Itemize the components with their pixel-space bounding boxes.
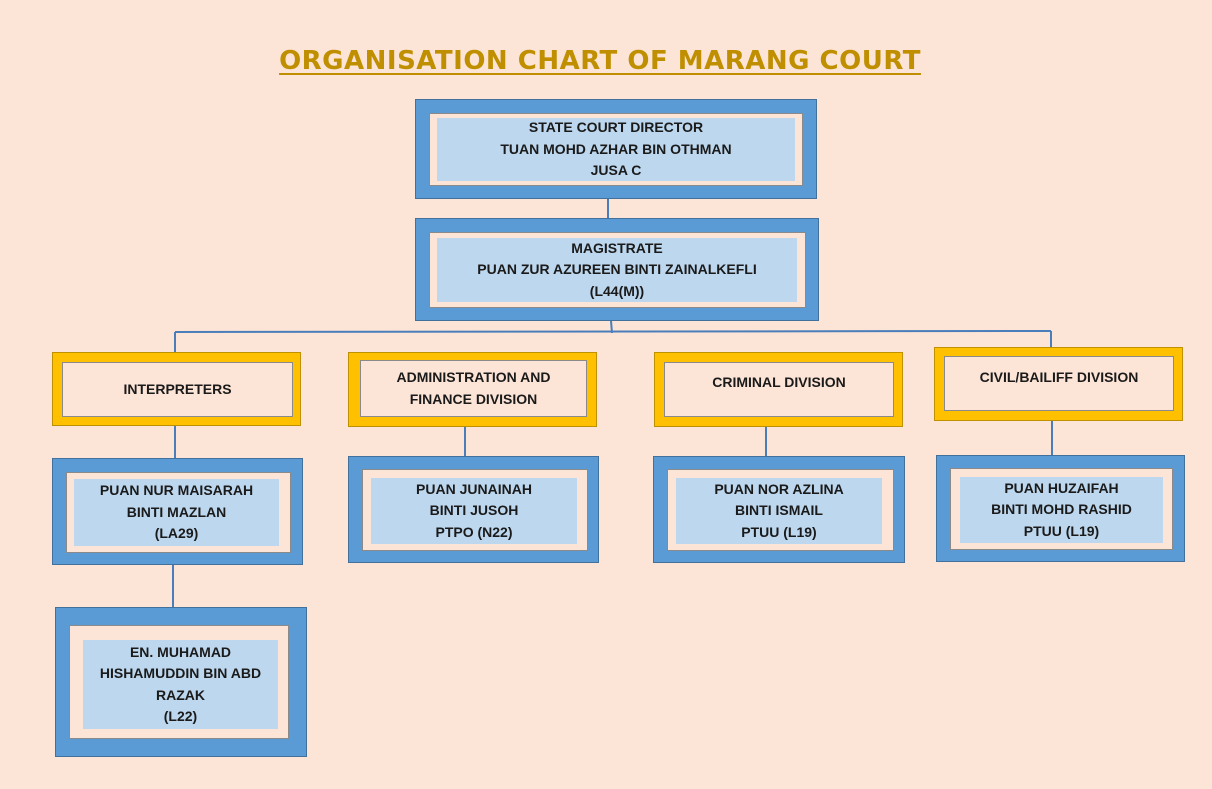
staff-civil-box: PUAN HUZAIFAH BINTI MOHD RASHID PTUU (L1…: [936, 455, 1185, 562]
staff-administration-line-2: BINTI JUSOH: [429, 502, 519, 519]
staff-interpreter-1-line-3: (LA29): [154, 525, 199, 542]
director-grade: JUSA C: [590, 162, 642, 179]
director-role: STATE COURT DIRECTOR: [528, 119, 704, 136]
magistrate-grade: (L44(M)): [589, 282, 645, 299]
staff-interpreter-2-box: EN. MUHAMAD HISHAMUDDIN BIN ABD RAZAK (L…: [55, 607, 307, 757]
staff-interpreter-2-line-3: RAZAK: [156, 686, 205, 703]
staff-criminal-line-3: PTUU (L19): [741, 523, 817, 540]
division-administration-label-2: FINANCE DIVISION: [409, 390, 538, 407]
staff-interpreter-1-line-1: PUAN NUR MAISARAH: [99, 482, 254, 499]
staff-civil-line-1: PUAN HUZAIFAH: [1004, 479, 1119, 496]
staff-interpreter-2-line-1: EN. MUHAMAD: [129, 643, 232, 660]
division-civil-box: CIVIL/BAILIFF DIVISION: [934, 347, 1183, 421]
staff-civil-line-3: PTUU (L19): [1023, 522, 1100, 539]
staff-criminal-line-1: PUAN NOR AZLINA: [714, 480, 844, 497]
staff-administration-line-3: PTPO (N22): [435, 523, 513, 540]
staff-interpreter-2-line-2: HISHAMUDDIN BIN ABD: [99, 665, 262, 681]
staff-criminal-box: PUAN NOR AZLINA BINTI ISMAIL PTUU (L19): [653, 456, 905, 563]
division-administration-box: ADMINISTRATION AND FINANCE DIVISION: [348, 352, 597, 427]
magistrate-box: MAGISTRATE PUAN ZUR AZUREEN BINTI ZAINAL…: [415, 218, 819, 321]
connector-division-bus: [174, 330, 1052, 333]
director-box: STATE COURT DIRECTOR TUAN MOHD AZHAR BIN…: [415, 99, 817, 199]
chart-title: ORGANISATION CHART OF MARANG COURT: [279, 46, 921, 76]
division-criminal-box: CRIMINAL DIVISION: [654, 352, 903, 427]
division-civil-label: CIVIL/BAILIFF DIVISION: [979, 368, 1139, 385]
staff-administration-line-1: PUAN JUNAINAH: [416, 480, 532, 497]
staff-criminal-line-2: BINTI ISMAIL: [735, 502, 823, 519]
division-criminal-label: CRIMINAL DIVISION: [712, 373, 846, 390]
staff-interpreter-2-line-4: (L22): [163, 708, 198, 724]
staff-administration-box: PUAN JUNAINAH BINTI JUSOH PTPO (N22): [348, 456, 599, 563]
division-administration-label-1: ADMINISTRATION AND: [396, 369, 551, 385]
director-name: TUAN MOHD AZHAR BIN OTHMAN: [500, 140, 732, 157]
division-interpreters-label: INTERPRETERS: [123, 380, 232, 397]
magistrate-name: PUAN ZUR AZUREEN BINTI ZAINALKEFLI: [477, 261, 757, 278]
staff-interpreter-1-line-2: BINTI MAZLAN: [126, 503, 227, 520]
staff-interpreter-1-box: PUAN NUR MAISARAH BINTI MAZLAN (LA29): [52, 458, 303, 565]
magistrate-role: MAGISTRATE: [571, 239, 663, 256]
division-interpreters-box: INTERPRETERS: [52, 352, 301, 426]
staff-civil-line-2: BINTI MOHD RASHID: [991, 501, 1132, 518]
